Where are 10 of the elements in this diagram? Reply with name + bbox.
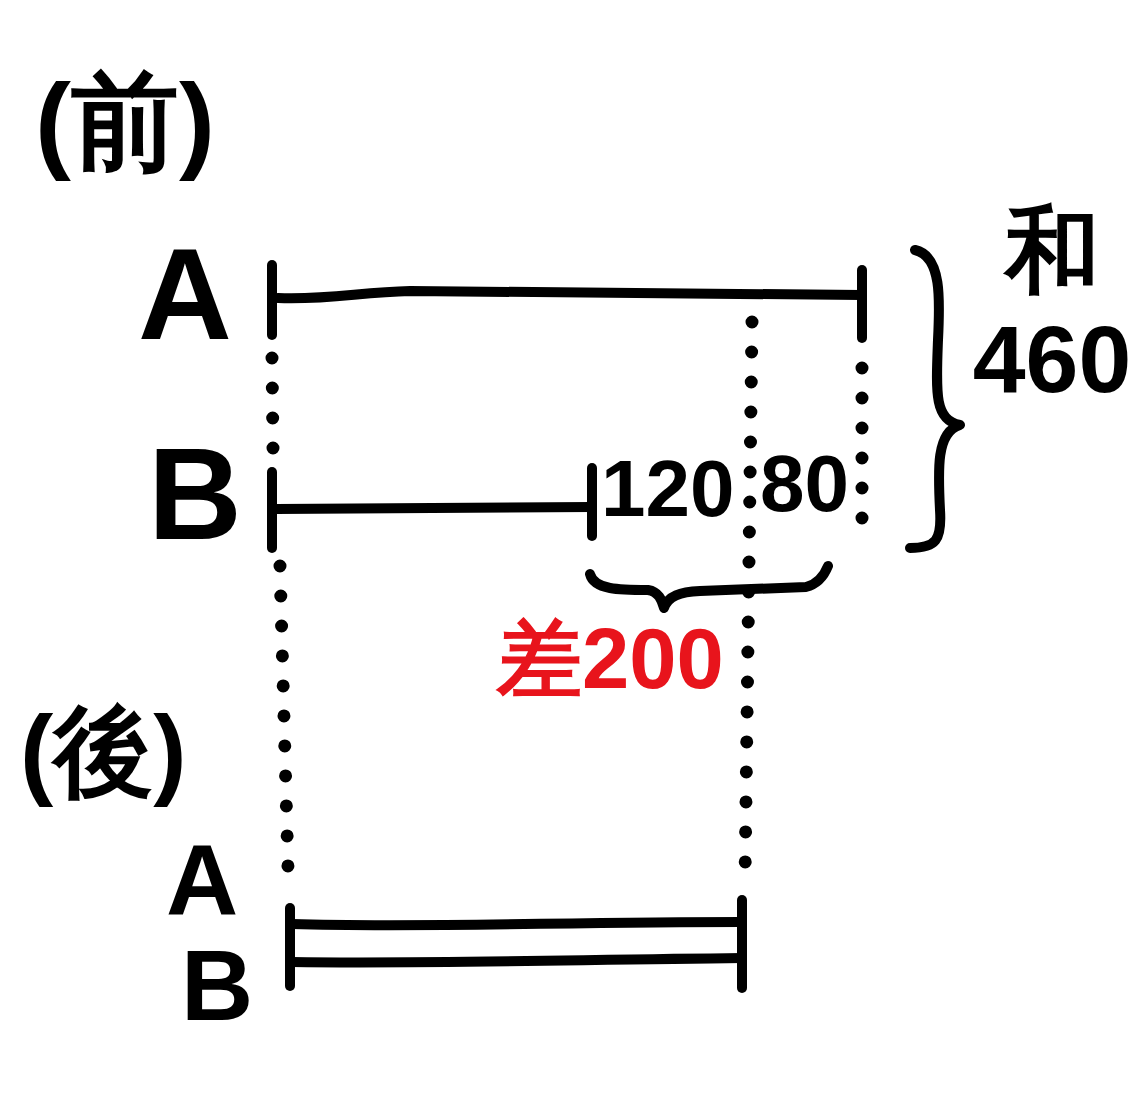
bar-label: B xyxy=(181,935,254,1035)
bar-label: A xyxy=(138,229,232,359)
segment-value: 120 xyxy=(601,449,735,529)
sum-label: 和460 xyxy=(971,196,1133,415)
segment-value: 80 xyxy=(760,444,849,524)
bar-label: B xyxy=(148,429,242,559)
section-heading: (前) xyxy=(34,60,216,184)
difference-label: 差200 xyxy=(497,616,724,701)
section-heading: (後) xyxy=(19,694,188,809)
bar-label: A xyxy=(166,830,239,930)
